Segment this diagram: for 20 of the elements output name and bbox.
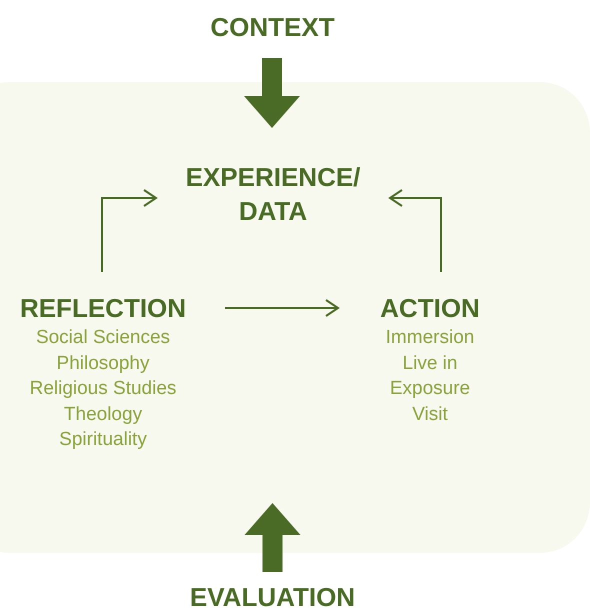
discipline-text: Visit xyxy=(412,402,448,426)
discipline-text: Exposure xyxy=(390,377,470,401)
arrow xyxy=(225,299,339,317)
stage-heading: REFLECTION xyxy=(20,292,186,325)
discipline-text: Spirituality xyxy=(59,428,147,452)
background-panel xyxy=(0,82,590,553)
stage-heading: EXPERIENCE/ DATA xyxy=(184,161,362,228)
discipline-text: Immersion xyxy=(386,326,474,350)
discipline-text: Philosophy xyxy=(56,352,150,376)
discipline-text: Social Sciences xyxy=(36,326,170,350)
arrow xyxy=(101,189,157,272)
stage-heading: ACTION xyxy=(380,292,480,325)
discipline-text: Live in xyxy=(402,352,458,376)
discipline-text: Religious Studies xyxy=(30,377,176,401)
arrow xyxy=(389,189,442,272)
title-text: EVALUATION xyxy=(190,581,356,612)
discipline-text: Theology xyxy=(64,402,142,426)
title-text: CONTEXT xyxy=(210,11,335,44)
block-arrow xyxy=(244,58,300,128)
block-arrow xyxy=(244,503,300,572)
